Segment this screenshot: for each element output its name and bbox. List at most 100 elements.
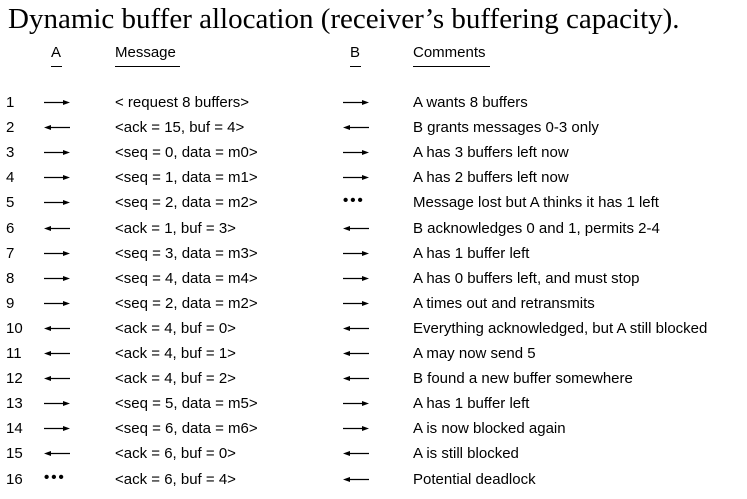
message-cell: <seq = 3, data = m3> — [115, 244, 258, 262]
arrow-left-icon — [343, 216, 369, 241]
table-row: 14<seq = 6, data = m6>A is now blocked a… — [0, 416, 747, 441]
table-row: 7 <seq = 3, data = m3> A has 1 buffer left — [0, 241, 747, 266]
message-cell: <ack = 6, buf = 0> — [115, 445, 236, 463]
comment-cell: A has 0 buffers left, and must stop — [413, 269, 640, 287]
header-b-label: B — [350, 44, 361, 61]
row-number: 11 — [6, 345, 22, 362]
arrow-right-icon — [44, 266, 70, 291]
comment-cell: A may now send 5 — [413, 345, 536, 362]
arrow-right-icon — [44, 165, 70, 190]
comment-cell: A wants 8 buffers — [413, 94, 528, 111]
header-comments-underline — [413, 66, 490, 67]
arrow-right-icon — [44, 241, 70, 266]
message-cell: <ack = 15, buf = 4> — [115, 119, 245, 137]
table-row: 15 <ack = 6, buf = 0> A is still blocked — [0, 441, 747, 466]
comment-cell: A has 2 buffers left now — [413, 169, 569, 187]
arrow-right-icon — [343, 416, 369, 441]
table-row: 5 <seq = 2, data = m2> ••• Message lost but… — [0, 190, 747, 215]
message-cell: <seq = 0, data = m0> — [115, 144, 258, 162]
comment-cell: Everything acknowledged, but A still blo… — [413, 319, 708, 337]
row-number: 14 — [6, 420, 23, 438]
message-cell: <ack = 1, buf = 3> — [115, 219, 236, 237]
arrow-left-icon — [343, 366, 369, 391]
arrow-right-icon — [44, 190, 70, 215]
row-number: 15 — [6, 445, 23, 463]
message-cell: <seq = 1, data = m1> — [115, 169, 258, 187]
message-cell: <seq = 4, data = m4> — [115, 269, 258, 287]
table-row: 13<seq = 5, data = m5>A has 1 buffer lef… — [0, 391, 747, 416]
arrow-left-icon — [44, 216, 70, 241]
arrow-right-icon — [343, 90, 369, 115]
message-cell: <ack = 4, buf = 1> — [115, 345, 236, 362]
arrow-right-icon — [343, 241, 369, 266]
message-cell: <ack = 6, buf = 4> — [115, 470, 236, 488]
arrow-right-icon — [44, 391, 70, 416]
lost-message-dots-icon: ••• — [44, 468, 66, 486]
header-b: B — [350, 44, 361, 67]
comment-cell: A is still blocked — [413, 445, 519, 463]
header-message: Message — [115, 44, 180, 67]
row-number: 12 — [6, 370, 23, 388]
arrow-right-icon — [44, 416, 70, 441]
table-row: 6<ack = 1, buf = 3>B acknowledges 0 and … — [0, 216, 747, 241]
message-cell: < request 8 buffers> — [115, 94, 249, 111]
arrow-left-icon — [44, 441, 70, 466]
table-row: 3<seq = 0, data = m0>A has 3 buffers lef… — [0, 140, 747, 165]
arrow-left-icon — [44, 366, 70, 391]
row-number: 3 — [6, 144, 15, 162]
message-cell: <ack = 4, buf = 2> — [115, 370, 236, 388]
arrow-left-icon — [343, 341, 369, 366]
arrow-right-icon — [343, 266, 369, 291]
slide-title: Dynamic buffer allocation (receiver’s bu… — [8, 3, 680, 35]
row-number: 13 — [6, 395, 23, 413]
arrow-right-icon — [343, 391, 369, 416]
header-a: A — [51, 44, 62, 67]
header-a-underline — [51, 66, 62, 67]
arrow-right-icon — [44, 90, 70, 115]
message-cell: <ack = 4, buf = 0> — [115, 319, 236, 337]
arrow-right-icon — [343, 291, 369, 316]
message-cell: <seq = 2, data = m2> — [115, 194, 258, 212]
arrow-left-icon — [343, 467, 369, 492]
table-row: 9<seq = 2, data = m2>A times out and ret… — [0, 291, 747, 316]
table-row: 12 <ack = 4, buf = 2> B found a new buffer… — [0, 366, 747, 391]
row-number: 2 — [6, 119, 15, 137]
table-row: 8 <seq = 4, data = m4> A has 0 buffers lef… — [0, 266, 747, 291]
header-b-underline — [350, 66, 361, 67]
row-number: 7 — [6, 244, 15, 262]
table-row: 16 ••• <ack = 6, buf = 4> Potential deadloc… — [0, 467, 747, 492]
table-row: 2 <ack = 15, buf = 4> B grants messages 0-… — [0, 115, 747, 140]
row-number: 5 — [6, 194, 15, 212]
header-message-underline — [115, 66, 180, 67]
message-cell: <seq = 2, data = m2> — [115, 294, 258, 312]
header-comments-label: Comments — [413, 44, 486, 61]
arrow-left-icon — [343, 441, 369, 466]
arrow-left-icon — [343, 316, 369, 341]
table-row: 4 <seq = 1, data = m1> A has 2 buffers lef… — [0, 165, 747, 190]
row-number: 8 — [6, 269, 15, 287]
row-number: 4 — [6, 169, 15, 187]
arrow-right-icon — [343, 140, 369, 165]
comment-cell: B found a new buffer somewhere — [413, 370, 633, 388]
header-message-label: Message — [115, 44, 176, 61]
comment-cell: Message lost but A thinks it has 1 left — [413, 194, 659, 212]
lost-message-dots-icon: ••• — [343, 192, 365, 210]
comment-cell: Potential deadlock — [413, 470, 536, 488]
arrow-left-icon — [44, 316, 70, 341]
table-row: 11 <ack = 4, buf = 1> A may now send 5 — [0, 341, 747, 366]
comment-cell: A has 1 buffer left — [413, 244, 530, 262]
row-number: 16 — [6, 470, 23, 488]
header-comments: Comments — [413, 44, 490, 67]
comment-cell: B grants messages 0-3 only — [413, 119, 599, 137]
arrow-right-icon — [343, 165, 369, 190]
table-row: 10 <ack = 4, buf = 0> Everything acknowled… — [0, 316, 747, 341]
row-number: 9 — [6, 294, 15, 312]
header-a-label: A — [51, 44, 62, 61]
arrow-right-icon — [44, 291, 70, 316]
row-number: 6 — [6, 219, 15, 237]
arrow-left-icon — [343, 115, 369, 140]
comment-cell: A has 1 buffer left — [413, 395, 530, 413]
message-cell: <seq = 6, data = m6> — [115, 420, 258, 438]
arrow-right-icon — [44, 140, 70, 165]
row-number: 10 — [6, 319, 23, 337]
